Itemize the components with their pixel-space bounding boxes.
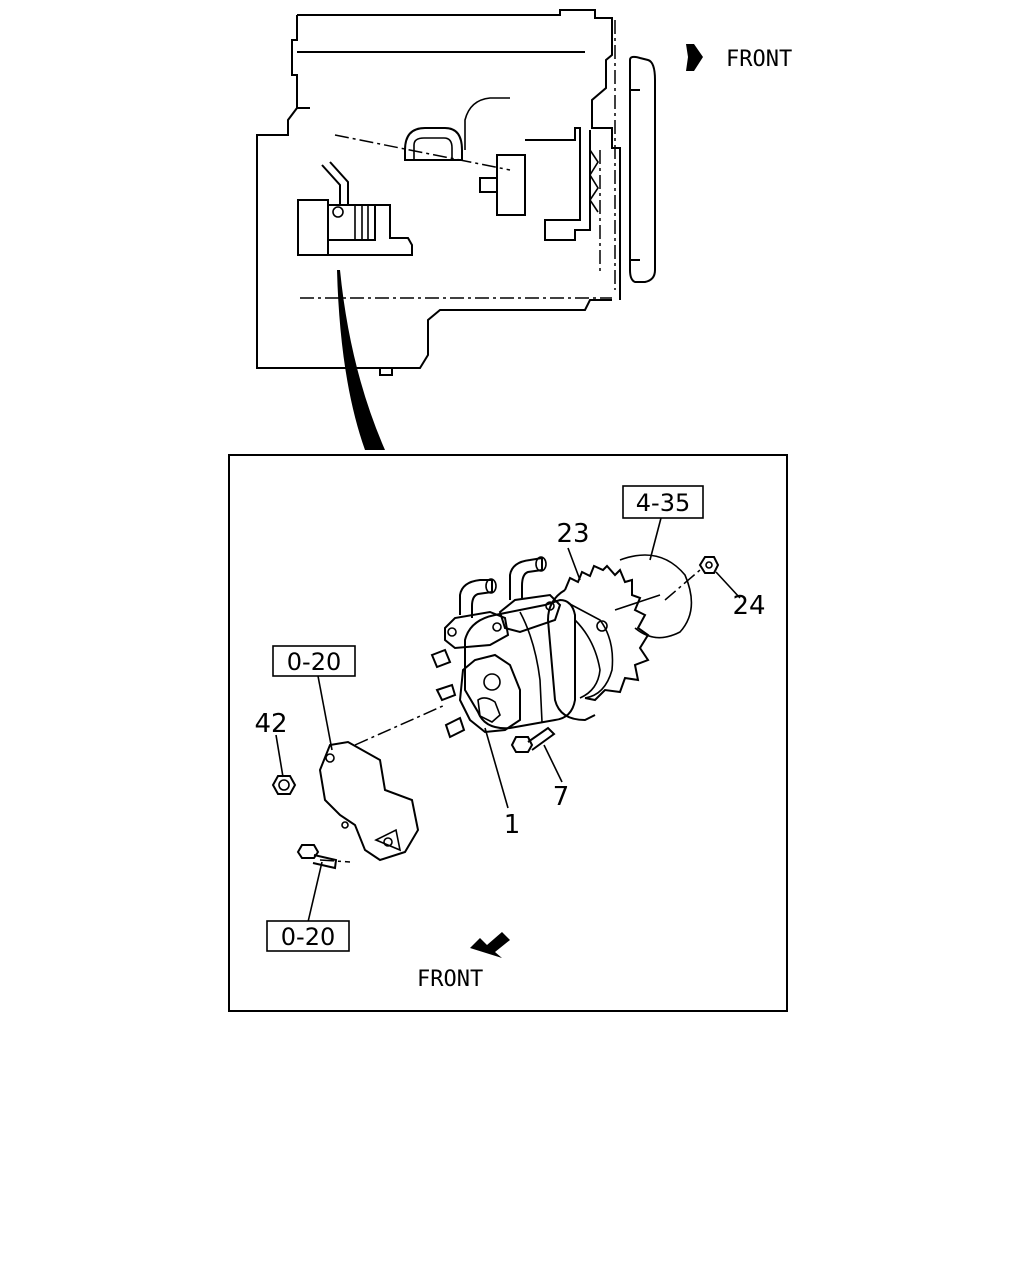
- callout-42: 42: [254, 709, 287, 739]
- callout-1: 1: [504, 810, 521, 840]
- nut-24-icon: [698, 556, 720, 574]
- leader-lines: [275, 517, 741, 923]
- injection-pump-assembly: [271, 554, 720, 870]
- overview-front-label: FRONT: [726, 47, 792, 72]
- detail-frame: [228, 454, 788, 1012]
- engine-overview: [256, 9, 656, 376]
- ref-0-20-lower-label: 0-20: [281, 923, 335, 951]
- overview-front-indicator: FRONT: [686, 44, 792, 72]
- detail-front-indicator: FRONT: [417, 932, 510, 992]
- detail-front-label: FRONT: [417, 967, 483, 992]
- front-arrow-icon: [686, 44, 703, 71]
- front-arrow-icon: [470, 932, 510, 958]
- callout-wedge: [337, 270, 385, 450]
- ref-box-0-20-lower: 0-20: [266, 920, 350, 952]
- ref-box-0-20-upper: 0-20: [272, 645, 356, 677]
- callout-23: 23: [556, 519, 589, 549]
- nut-42-icon: [271, 775, 297, 795]
- ref-box-4-35: 4-35: [622, 485, 704, 519]
- bolt-7-icon: [510, 726, 556, 753]
- callout-7: 7: [553, 782, 570, 812]
- bolt-lower-icon: [296, 844, 338, 870]
- ref-0-20-upper-label: 0-20: [287, 648, 341, 676]
- callout-24: 24: [732, 591, 765, 621]
- ref-4-35-label: 4-35: [636, 489, 690, 517]
